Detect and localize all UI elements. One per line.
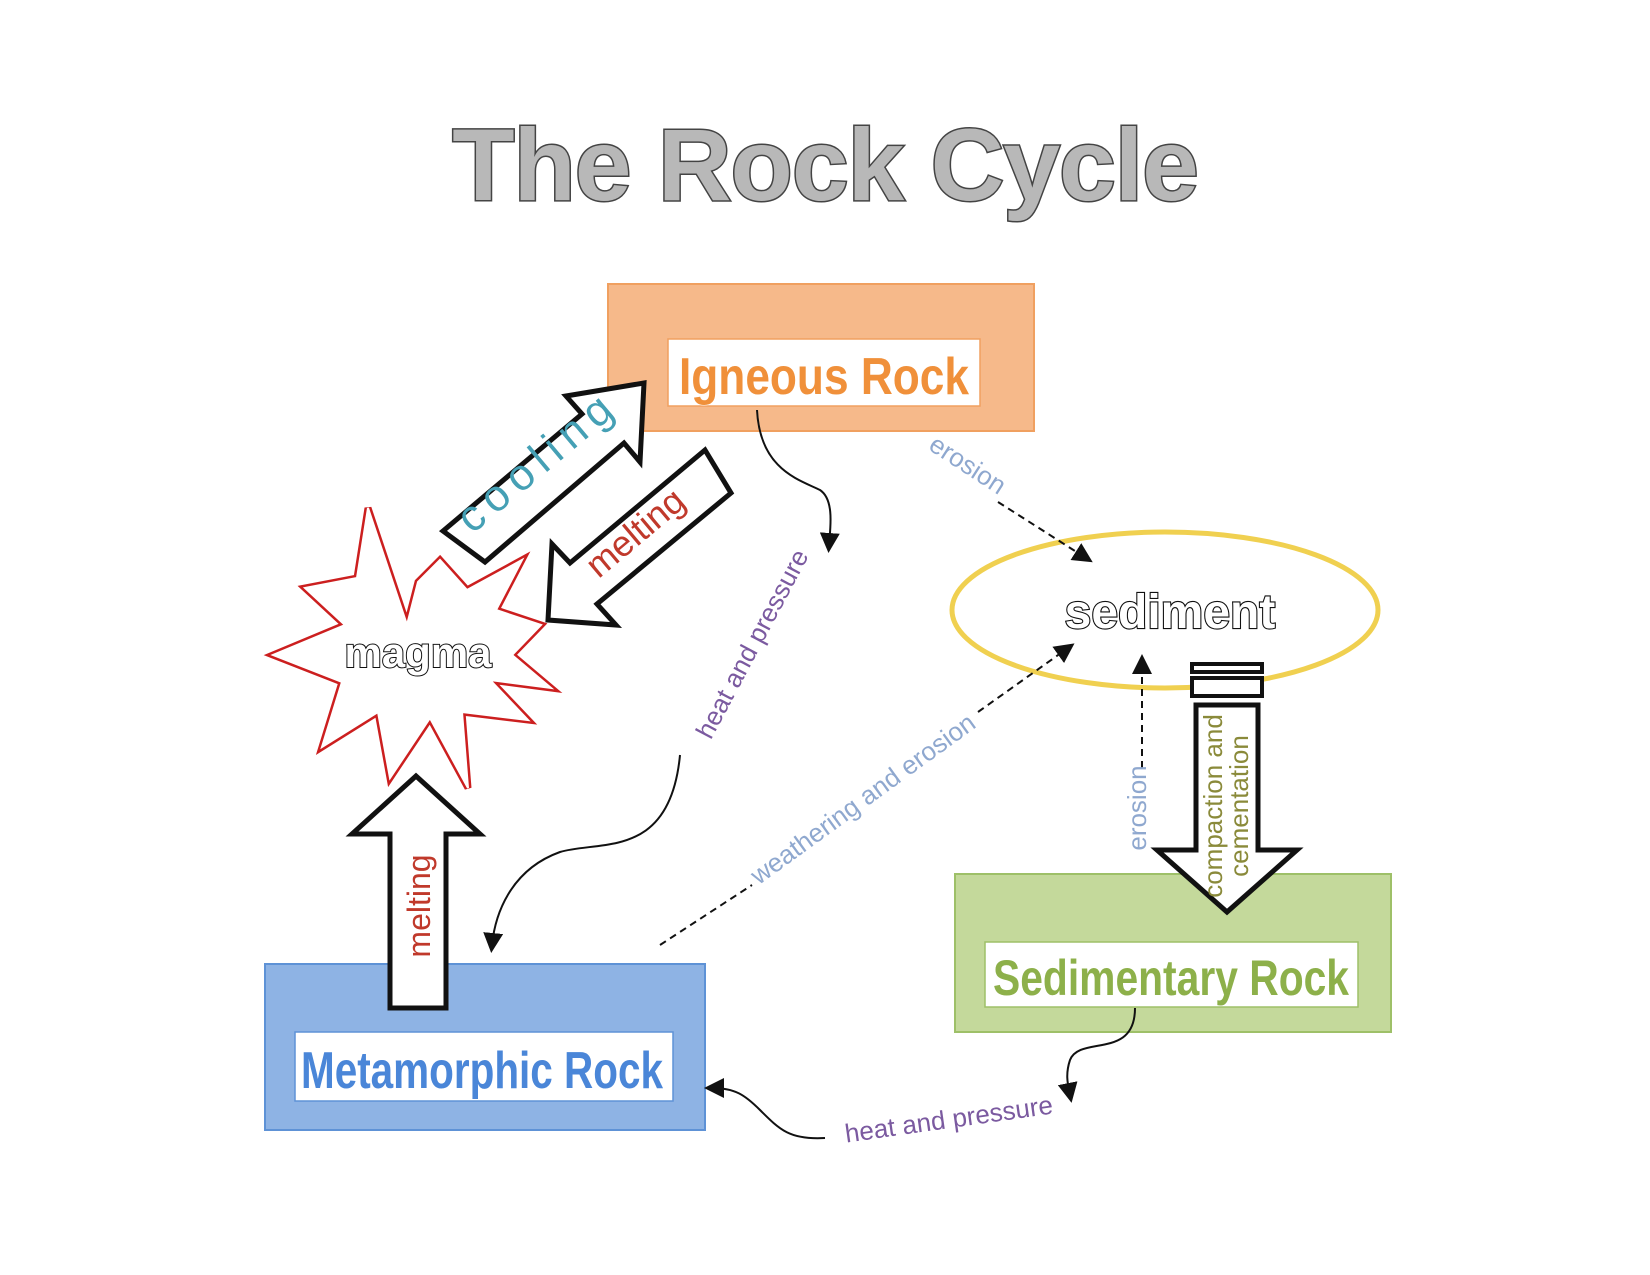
magma-label: magma — [344, 629, 492, 676]
heat-pressure-label-sedimentary: heat and pressure — [843, 1090, 1055, 1149]
weathering-dashed-line-lower — [659, 884, 753, 946]
weathering-dashed-line-upper — [977, 643, 1075, 713]
erosion-label-sedimentary: erosion — [1122, 765, 1152, 850]
heat-pressure-curve-bottom — [483, 754, 681, 953]
metamorphic-rock-label: Metamorphic Rock — [301, 1042, 663, 1100]
sediment-label: sediment — [1065, 586, 1276, 639]
melting-arrow-shape-left — [345, 772, 487, 1011]
magma-node: magma — [263, 506, 563, 790]
compaction-arrow-shape — [1150, 702, 1304, 916]
compaction-label-line1: compaction and — [1198, 714, 1228, 898]
melting-arrow-metamorphic-to-magma: melting — [345, 772, 487, 1011]
erosion-sedimentary-connector: erosion — [1122, 654, 1152, 851]
heat-pressure-curve-right — [1057, 1007, 1136, 1103]
heat-pressure-curve-top — [756, 409, 840, 553]
erosion-dashed-line-igneous — [997, 501, 1093, 563]
compaction-arrow-cap-2 — [1190, 676, 1264, 698]
heat-pressure-curve-left — [704, 1078, 826, 1140]
metamorphic-rock-label-box — [294, 1031, 674, 1102]
melting-arrow-shape-top — [545, 446, 735, 628]
compaction-arrow: compaction and cementation — [1150, 662, 1304, 916]
metamorphic-rock-node: Metamorphic Rock — [264, 963, 706, 1131]
diagram-title: The Rock Cycle — [452, 108, 1198, 222]
cooling-arrow-shape — [438, 380, 647, 566]
heat-pressure-label-igneous: heat and pressure — [690, 544, 815, 743]
melting-label-left: melting — [401, 854, 437, 957]
igneous-rock-label: Igneous Rock — [679, 348, 969, 406]
erosion-label-igneous: erosion — [924, 429, 1012, 501]
weathering-erosion-label: weathering and erosion — [744, 707, 981, 891]
igneous-rock-label-box — [667, 338, 981, 407]
magma-starburst-inner — [270, 507, 555, 789]
sediment-node: sediment — [949, 529, 1381, 691]
erosion-igneous-connector: erosion — [924, 429, 1093, 563]
compaction-label-line2: cementation — [1224, 735, 1254, 877]
sedimentary-rock-label: Sedimentary Rock — [993, 950, 1349, 1006]
igneous-rock-node: Igneous Rock — [607, 283, 1035, 432]
sedimentary-rock-node: Sedimentary Rock — [954, 873, 1392, 1033]
sedimentary-rock-label-box — [984, 941, 1359, 1008]
compaction-arrow-cap-1 — [1190, 662, 1264, 674]
